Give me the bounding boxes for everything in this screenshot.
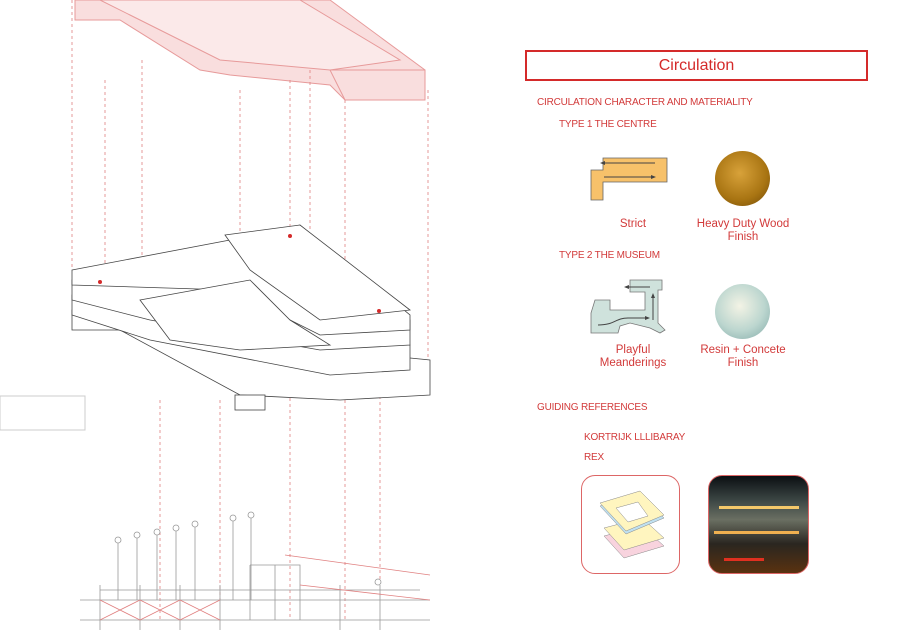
exploded-axonometric-drawing: [0, 0, 431, 630]
rex-building-photo: [708, 475, 809, 574]
playful-label-line1: Playful: [615, 344, 651, 356]
roof-structure-pink: [74, 0, 426, 101]
meandering-circulation-diagram: [590, 279, 666, 334]
type-1-heading: TYPE 1 THE CENTRE: [559, 119, 657, 130]
wood-finish-label-line1: Heavy Duty Wood: [696, 218, 790, 230]
resin-label-line1: Resin + Concete: [700, 344, 786, 356]
red-markers: [98, 234, 381, 313]
kortrijk-library-diagram: [581, 475, 680, 574]
playful-label-line2: Meanderings: [599, 357, 667, 369]
photo-light-strip: [719, 506, 799, 509]
reference-rex: REX: [584, 452, 604, 463]
wood-finish-label-line2: Finish: [727, 231, 759, 243]
floor-slabs: [71, 224, 431, 411]
wood-finish-swatch: [715, 151, 770, 206]
resin-concrete-swatch: [715, 284, 770, 339]
resin-label-line2: Finish: [727, 357, 759, 369]
blank-box: [0, 395, 86, 431]
photo-light-strip: [714, 531, 799, 534]
page-title: Circulation: [525, 50, 868, 81]
strict-circulation-diagram: [590, 157, 668, 201]
type-2-heading: TYPE 2 THE MUSEUM: [559, 250, 660, 261]
photo-red-sign: [724, 558, 764, 561]
strict-label: Strict: [619, 218, 647, 230]
section-heading: CIRCULATION CHARACTER AND MATERIALITY: [537, 97, 753, 108]
reference-kortrijk: KORTRIJK LLLIBARAY: [584, 432, 686, 443]
guiding-references-heading: GUIDING REFERENCES: [537, 402, 648, 413]
structural-grid: [80, 511, 431, 630]
